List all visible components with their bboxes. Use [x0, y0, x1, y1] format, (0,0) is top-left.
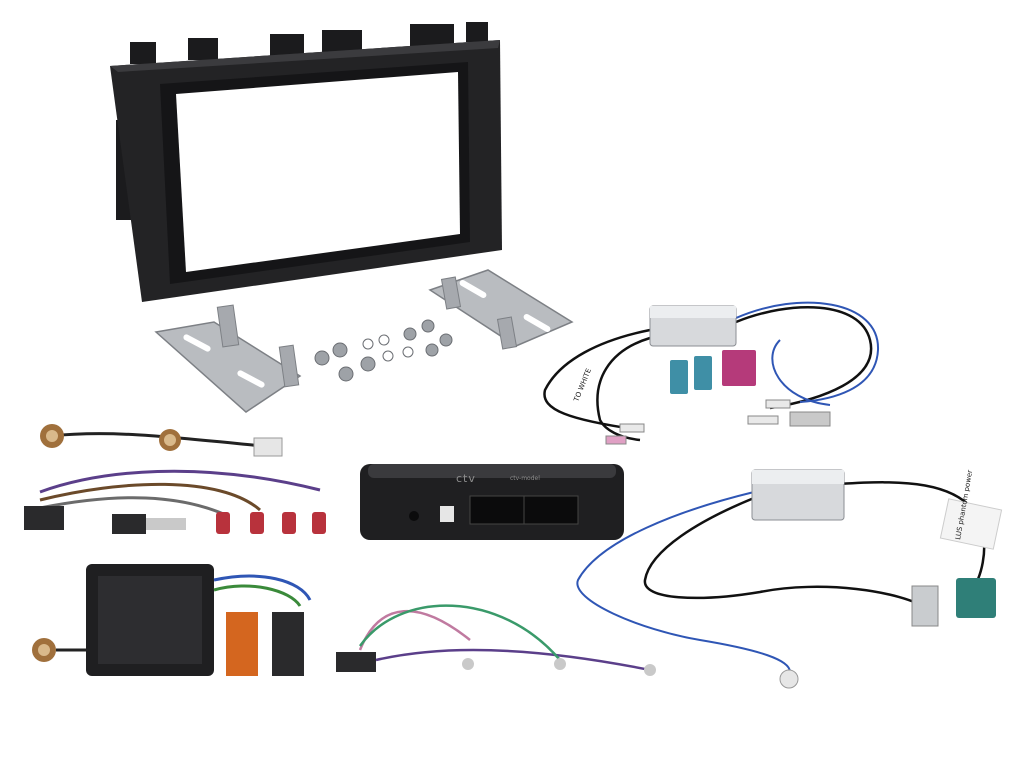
interface-brand: ctv — [456, 472, 476, 485]
iso-harness — [32, 564, 656, 676]
screws — [314, 319, 453, 382]
antenna-lead — [40, 424, 283, 457]
interface-model: ctv-model — [510, 475, 540, 482]
antenna-adapter-top: TO WHITE — [543, 301, 880, 445]
fascia-panel — [110, 22, 502, 302]
mounting-bracket-left — [154, 304, 302, 413]
antenna-adapter-right: LUS phantom power — [576, 469, 1003, 689]
patch-lead — [24, 469, 326, 534]
mounting-bracket-right — [428, 269, 574, 350]
adapter-tag: TO WHITE — [572, 367, 593, 403]
interface-box: ctv ctv-model — [360, 464, 624, 540]
